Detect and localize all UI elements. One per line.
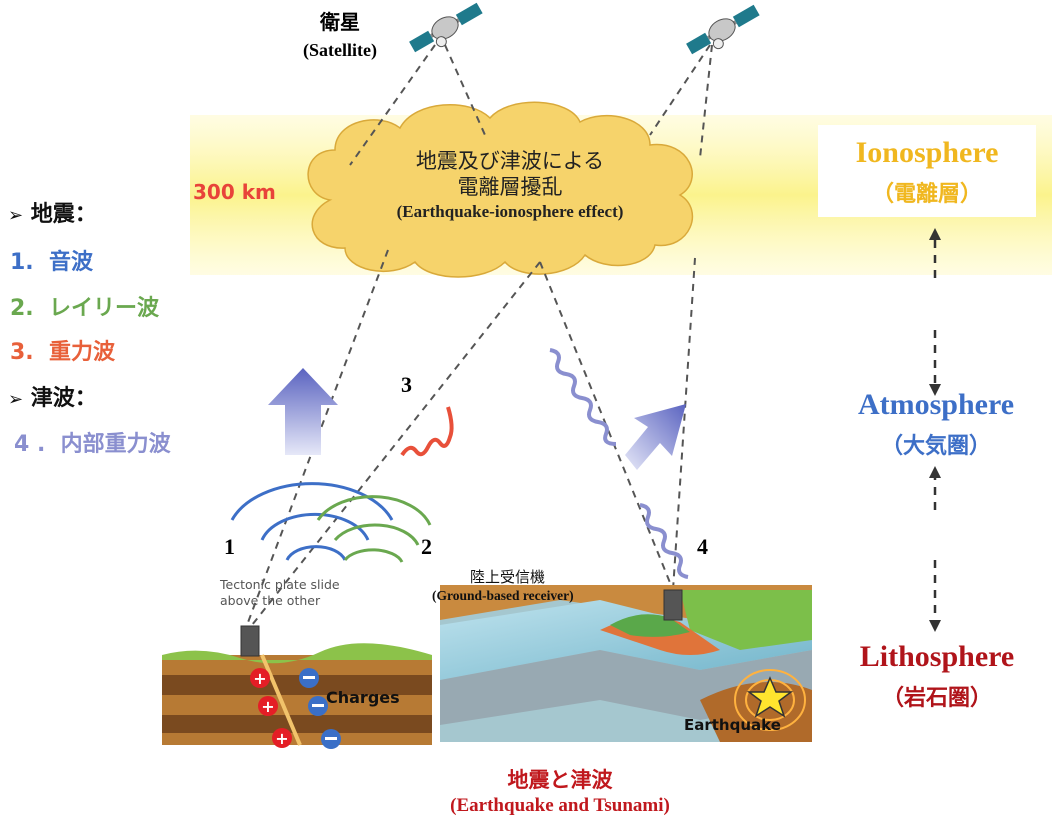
arrow-down-icon	[929, 384, 941, 396]
ground-receiver-icon	[663, 589, 683, 621]
ground-receiver-icon	[240, 625, 260, 657]
cloud-title-line2: 電離層擾乱	[457, 175, 563, 199]
cloud-title-line1: 地震及び津波による	[415, 149, 605, 173]
satellite-icon	[409, 2, 483, 53]
altitude-label: 300 km	[193, 180, 276, 204]
svg-text:+: +	[253, 669, 266, 688]
wave-number-1: 1	[224, 534, 235, 559]
negative-charge-icon	[308, 696, 328, 716]
satellite-label-ja: 衛星	[320, 12, 360, 34]
ionosphere-title-box	[818, 125, 1036, 217]
lithosphere-title-ja: （岩石圏）	[881, 685, 992, 710]
acoustic-wave-arcs	[230, 482, 394, 561]
satellite-icon	[686, 4, 760, 55]
wave-number-2: 2	[421, 534, 432, 559]
arrowhead-bullet-icon: ➢	[8, 205, 24, 226]
negative-charge-icon	[321, 729, 341, 749]
wave-number-4: 4	[697, 534, 708, 559]
legend-quake-header: ➢ 地震：	[8, 202, 97, 227]
bottom-caption-ja: 地震と津波	[507, 768, 613, 792]
earthquake-epicenter-star-icon	[746, 676, 794, 718]
wave-number-3: 3	[401, 372, 412, 397]
legend-tsunami-header: ➢ 津波：	[8, 386, 97, 411]
legend-item-internal-gravity: 4 . 内部重力波	[14, 432, 171, 457]
atmosphere-title: Atmosphere	[857, 388, 1015, 421]
cloud-shape	[307, 101, 694, 278]
positive-charge-icon: +	[258, 696, 278, 716]
ionosphere-title-ja: （電離層）	[871, 181, 982, 206]
lithosphere-title: Lithosphere	[859, 640, 1015, 673]
upward-wave-arrow-icon	[625, 404, 686, 470]
internal-gravity-wave-upper	[549, 348, 617, 446]
positive-charge-icon: +	[250, 668, 270, 688]
arrow-up-icon	[929, 466, 941, 478]
tectonic-cross-section	[162, 643, 432, 746]
rayleigh-wave-arcs	[316, 495, 432, 563]
legend-item-gravity: 3. 重力波	[10, 340, 116, 365]
satellite-label-en: (Satellite)	[303, 40, 377, 60]
atmosphere-title-ja: （大気圏）	[880, 433, 991, 458]
cloud-title-line3: (Earthquake-ionosphere effect)	[396, 202, 624, 221]
arrowhead-bullet-icon: ➢	[8, 389, 24, 410]
bottom-caption-en: (Earthquake and Tsunami)	[450, 795, 670, 816]
charges-label: Charges	[326, 688, 400, 707]
gravity-wave-squiggle	[400, 406, 454, 457]
legend-item-acoustic: 1. 音波	[10, 250, 94, 275]
arrow-down-icon	[929, 620, 941, 632]
receiver-label-ja: 陸上受信機	[470, 568, 546, 586]
earthquake-label: Earthquake	[684, 716, 781, 734]
ionosphere-title: Ionosphere	[855, 136, 999, 169]
internal-gravity-wave-lower	[639, 503, 689, 579]
receiver-label-en: (Ground-based receiver)	[432, 588, 574, 603]
svg-text:+: +	[275, 729, 288, 748]
cloud-text: 地震及び津波による 電離層擾乱 (Earthquake-ionosphere e…	[340, 148, 680, 224]
svg-text:+: +	[261, 697, 274, 716]
plate-caption: Tectonic plate slide above the other	[220, 577, 340, 608]
negative-charge-icon	[299, 668, 319, 688]
upward-wave-arrow-icon	[268, 368, 338, 455]
positive-charge-icon: +	[272, 728, 292, 748]
arrow-up-icon	[929, 228, 941, 240]
legend-item-rayleigh: 2. レイリー波	[10, 296, 160, 321]
